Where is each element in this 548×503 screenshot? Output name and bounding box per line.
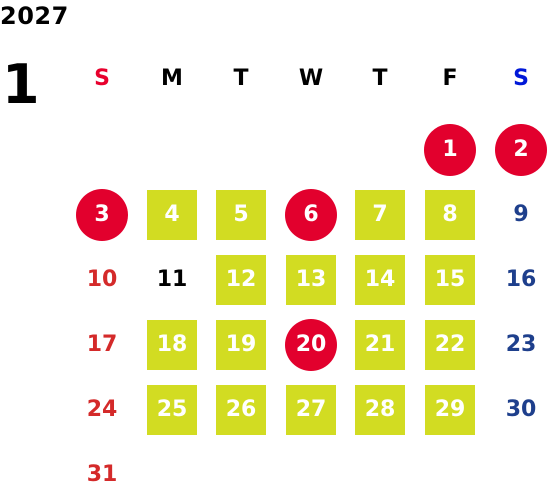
day-cell-highlighted[interactable]: 29	[425, 385, 475, 435]
weekday-wed: W	[298, 66, 324, 91]
day-cell-highlighted[interactable]: 19	[216, 320, 266, 370]
day-cell-holiday[interactable]: 1	[424, 124, 476, 176]
day-cell[interactable]: 24	[86, 397, 118, 422]
day-cell-holiday[interactable]: 20	[285, 319, 337, 371]
day-cell[interactable]: 9	[513, 202, 529, 227]
day-cell-highlighted[interactable]: 15	[425, 255, 475, 305]
day-cell-holiday[interactable]: 3	[76, 189, 128, 241]
month-number: 1	[2, 53, 40, 116]
day-cell[interactable]: 17	[86, 332, 118, 357]
day-cell-highlighted[interactable]: 28	[355, 385, 405, 435]
day-cell[interactable]: 11	[156, 267, 188, 292]
day-cell-highlighted[interactable]: 14	[355, 255, 405, 305]
day-cell[interactable]: 31	[86, 462, 118, 487]
day-cell-highlighted[interactable]: 13	[286, 255, 336, 305]
day-cell-highlighted[interactable]: 22	[425, 320, 475, 370]
day-cell[interactable]: 23	[505, 332, 537, 357]
year-label: 2027	[0, 2, 69, 30]
weekday-thu: T	[372, 66, 388, 91]
day-cell-holiday[interactable]: 6	[285, 189, 337, 241]
weekday-fri: F	[442, 66, 458, 91]
day-cell-highlighted[interactable]: 8	[425, 190, 475, 240]
day-cell-highlighted[interactable]: 26	[216, 385, 266, 435]
day-cell-highlighted[interactable]: 18	[147, 320, 197, 370]
day-cell[interactable]: 30	[505, 397, 537, 422]
weekday-tue: T	[233, 66, 249, 91]
day-cell-highlighted[interactable]: 5	[216, 190, 266, 240]
day-cell-highlighted[interactable]: 27	[286, 385, 336, 435]
day-cell-highlighted[interactable]: 12	[216, 255, 266, 305]
weekday-mon: M	[161, 66, 183, 91]
day-cell-highlighted[interactable]: 4	[147, 190, 197, 240]
weekday-sat: S	[513, 66, 529, 91]
day-cell-holiday[interactable]: 2	[495, 124, 547, 176]
day-cell[interactable]: 10	[86, 267, 118, 292]
day-cell-highlighted[interactable]: 21	[355, 320, 405, 370]
day-cell[interactable]: 16	[505, 267, 537, 292]
day-cell-highlighted[interactable]: 25	[147, 385, 197, 435]
day-cell-highlighted[interactable]: 7	[355, 190, 405, 240]
weekday-sun: S	[94, 66, 110, 91]
